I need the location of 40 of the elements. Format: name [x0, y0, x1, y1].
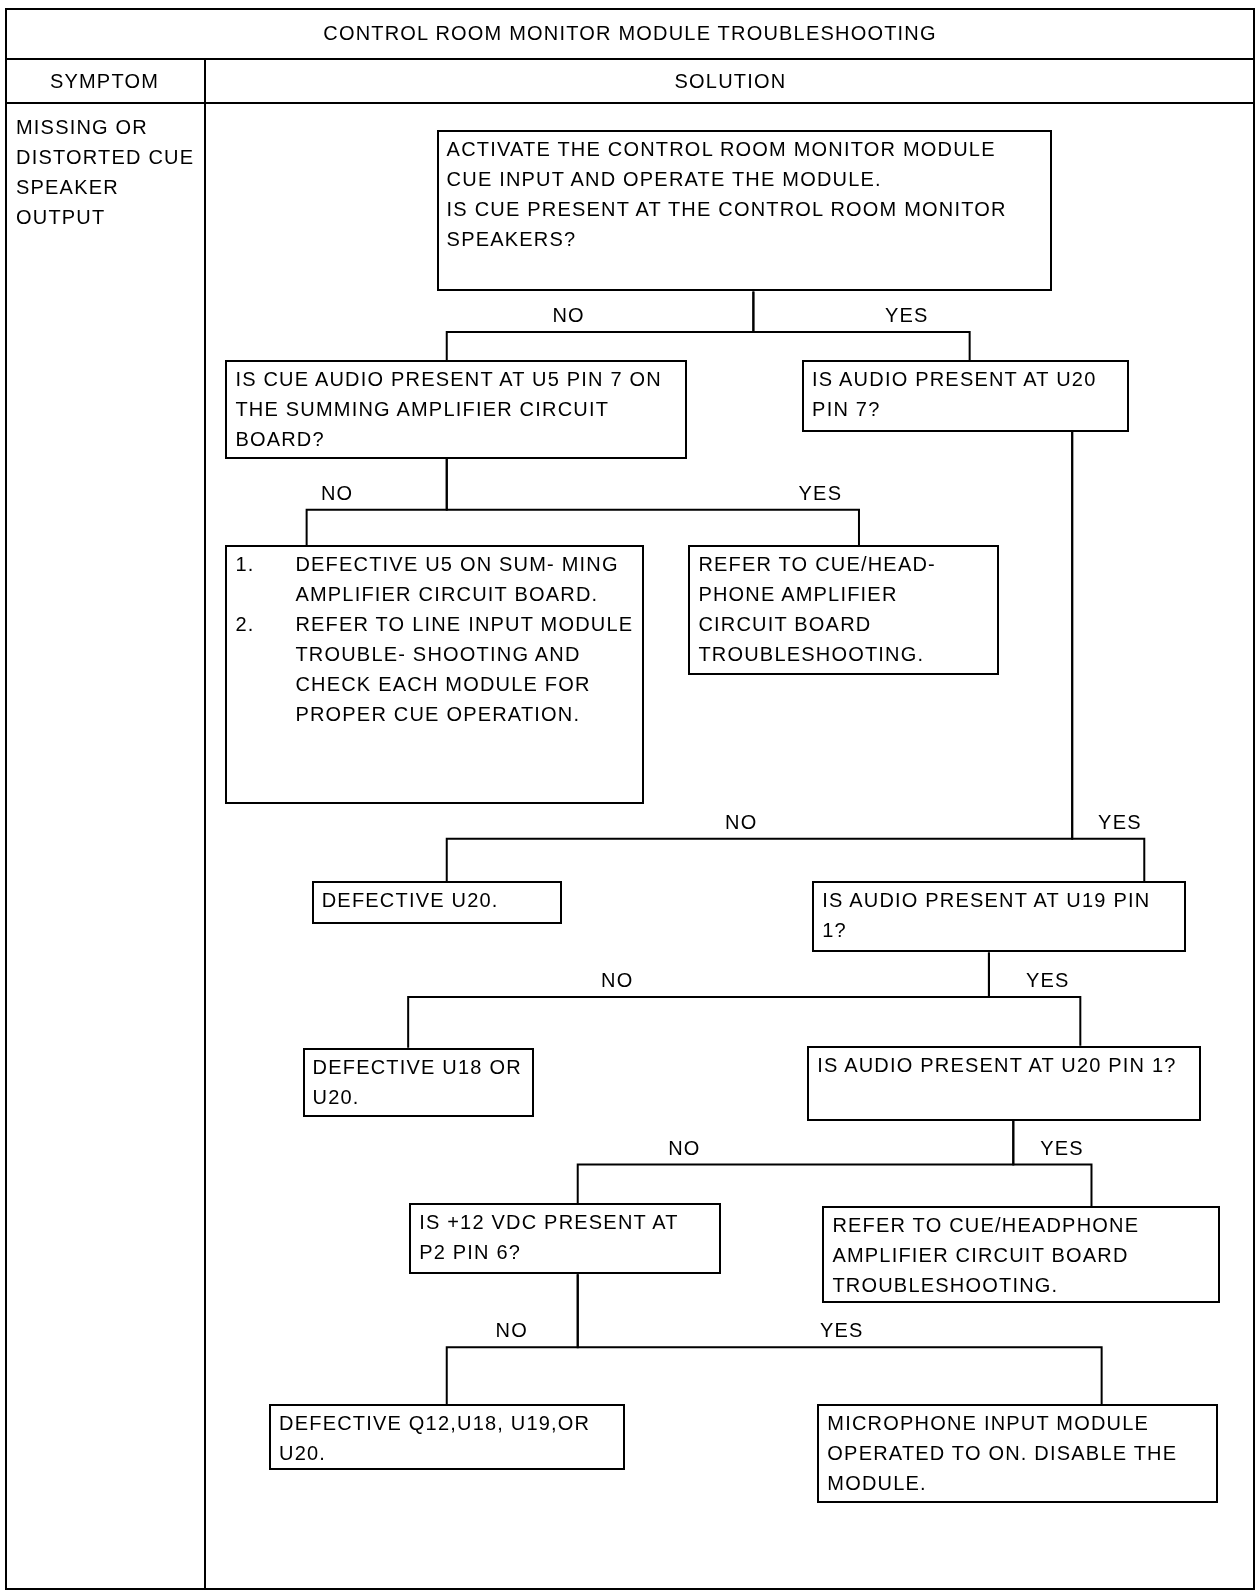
column-header: SYMPTOM — [49, 69, 160, 94]
box-text: MICROPHONE INPUT MODULE OPERATED TO ON. DISABLE THE MODULE. — [827, 1411, 1179, 1497]
process-box — [302, 1047, 535, 1117]
symptom-text: MISSING OR DISTORTED CUE SPEAKER OUTPUT — [16, 115, 196, 230]
column-header: SOLUTION — [674, 69, 787, 94]
list-number: 2. — [235, 612, 256, 638]
box-text: ACTIVATE THE CONTROL ROOM MONITOR MODULE CUE INPUT AND OPERATE THE MODULE. — [446, 136, 997, 192]
process-box — [817, 1404, 1219, 1503]
process-box — [812, 881, 1186, 953]
connector-line — [987, 951, 1082, 1047]
box-text: IS AUDIO PRESENT AT U20 PIN 7? — [812, 367, 1098, 423]
process-box — [807, 1045, 1202, 1121]
list-number: 1. — [235, 552, 256, 578]
process-box — [802, 360, 1130, 432]
process-box — [822, 1206, 1221, 1303]
process-box — [688, 545, 1000, 676]
box-text: IS CUE AUDIO PRESENT AT U5 PIN 7 ON THE SUMMING AMPLIFIER CIRCUIT BOARD? — [235, 367, 663, 453]
question-text: IS CUE PRESENT AT THE CONTROL ROOM MONITOR SPEAKERS? — [446, 196, 1008, 252]
box-text: DEFECTIVE U18 OR U20. — [312, 1054, 523, 1110]
connector-line — [576, 1273, 1103, 1406]
box-text: IS AUDIO PRESENT AT U19 PIN 1? — [822, 888, 1152, 944]
connector-line — [1012, 1119, 1093, 1208]
connector-line — [752, 290, 971, 362]
process-box — [311, 881, 563, 924]
box-text: IS +12 VDC PRESENT AT P2 PIN 6? — [419, 1210, 680, 1266]
result-box — [225, 545, 644, 805]
box-text: REFER TO CUE/HEADPHONE AMPLIFIER CIRCUIT BOARD TROUBLESHOOTING. — [832, 1213, 1141, 1299]
box-text: DEFECTIVE U20. — [321, 888, 500, 914]
box-text: DEFECTIVE Q12,U18, U19,OR U20. — [279, 1411, 592, 1467]
list-item-text: REFER TO LINE INPUT MODULE TROUBLE- SHOOTING AND CHECK EACH MODULE FOR PROPER CUE OPERATION. — [295, 612, 634, 728]
connector-line — [445, 457, 860, 547]
list-item-text: DEFECTIVE U5 ON SUM- MING AMPLIFIER CIRCUIT BOARD. — [295, 552, 620, 608]
table-title: CONTROL ROOM MONITOR MODULE TROUBLESHOOTING — [323, 21, 937, 46]
process-box — [269, 1404, 626, 1471]
process-box — [409, 1203, 721, 1275]
process-box — [436, 129, 1052, 292]
process-box — [225, 360, 688, 459]
connector-line — [1071, 430, 1146, 883]
box-text: IS AUDIO PRESENT AT U20 PIN 1? — [817, 1052, 1178, 1078]
box-text: REFER TO CUE/HEAD- PHONE AMPLIFIER CIRCUIT BOARD TROUBLESHOOTING. — [698, 552, 937, 668]
